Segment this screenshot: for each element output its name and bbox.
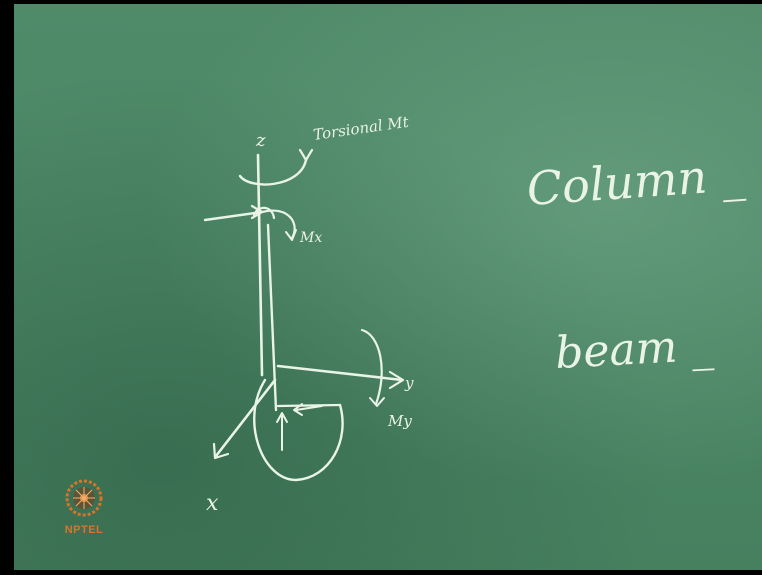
nptel-logo-text: NPTEL — [64, 524, 104, 536]
my-label: My — [387, 412, 412, 430]
green-chalkboard — [14, 4, 762, 570]
x-axis-label: x — [206, 491, 219, 516]
y-axis-label: y — [404, 374, 414, 392]
base-line — [276, 403, 342, 408]
torsional-moment-label: Torsional Mt — [312, 113, 411, 144]
nptel-emblem-icon — [65, 479, 103, 517]
my-arrow-head — [369, 397, 385, 407]
base-curve — [253, 378, 344, 482]
torsion-arrow-head — [298, 148, 314, 162]
column-word: Column _ — [525, 147, 746, 216]
column-left-edge — [256, 153, 264, 377]
y-axis-arrow-head — [388, 370, 405, 390]
base-tick-arrow-head — [276, 412, 288, 423]
y-axis-arrow — [276, 364, 404, 382]
x-axis-arrow-head — [212, 442, 230, 460]
mx-moment-arrow — [260, 209, 296, 240]
x-axis-arrow — [214, 378, 277, 458]
my-moment-curve — [360, 328, 383, 406]
z-axis-label: z — [255, 130, 266, 151]
mx-arrow-head — [285, 229, 297, 241]
base-small-arrow — [293, 403, 323, 416]
beam-word: beam _ — [554, 320, 715, 379]
nptel-logo: NPTEL — [52, 472, 116, 544]
top-force-arrow — [203, 210, 264, 222]
mx-label: Mx — [299, 230, 322, 246]
torsion-curl-arrow — [238, 158, 308, 186]
